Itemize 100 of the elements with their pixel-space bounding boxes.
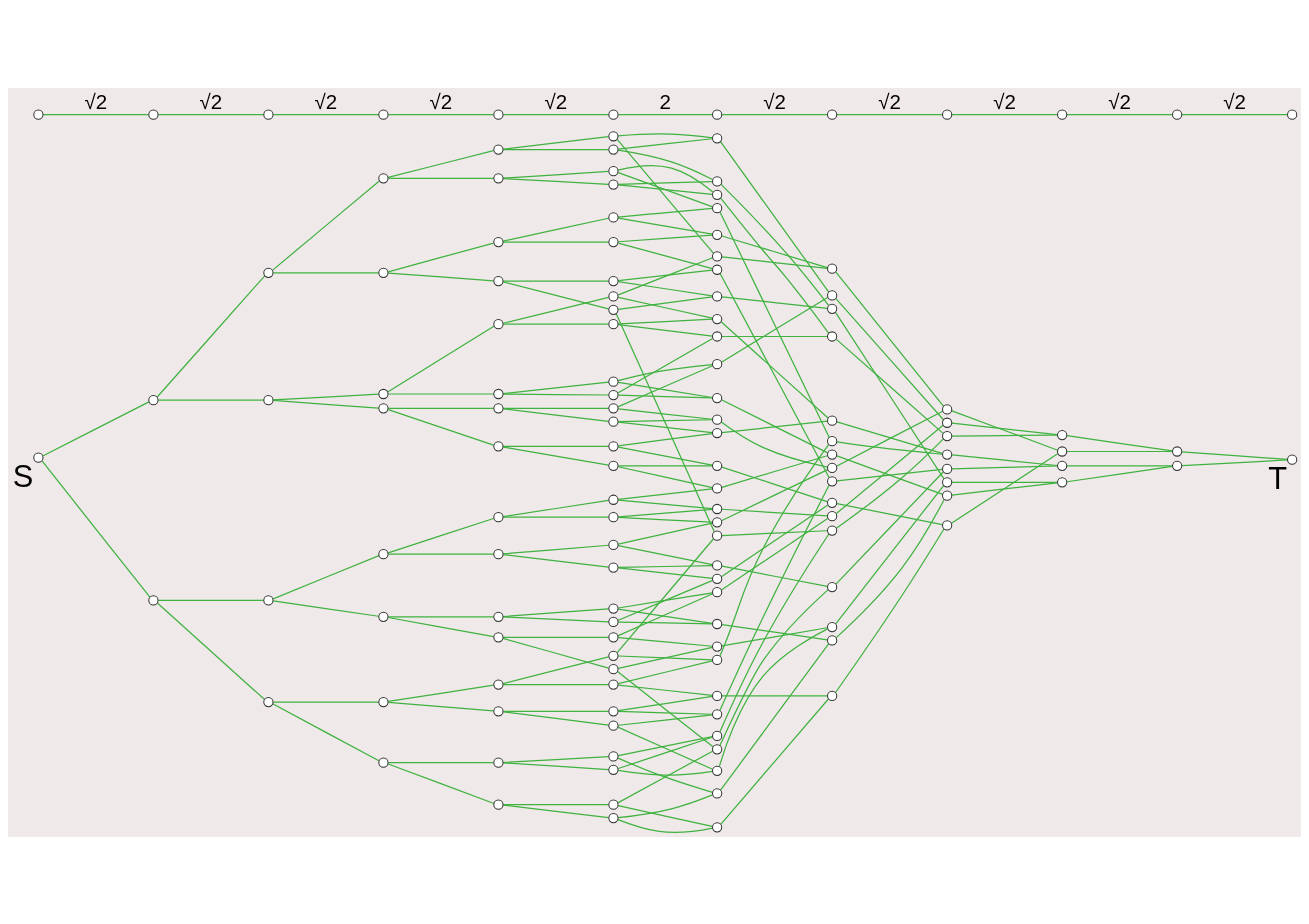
connector	[502, 710, 610, 712]
node-circle	[608, 402, 619, 413]
connector	[617, 364, 714, 407]
connector	[1066, 465, 1173, 482]
node-circle	[712, 313, 723, 324]
connector	[617, 695, 713, 711]
connector	[1066, 464, 1173, 466]
node-circle	[378, 267, 389, 278]
node-circle	[827, 524, 838, 536]
node-circle	[148, 394, 159, 405]
node-circle	[608, 705, 619, 716]
connector	[387, 615, 495, 617]
node-circle	[493, 318, 504, 329]
connector	[502, 407, 610, 422]
connector	[721, 113, 828, 115]
node-circle	[712, 573, 723, 584]
node-circle	[712, 618, 723, 629]
connector	[718, 627, 829, 767]
connector	[387, 392, 495, 395]
node-circle	[608, 236, 619, 247]
connector	[502, 607, 610, 617]
edge-label: √2	[878, 89, 901, 113]
node-circle	[1057, 429, 1068, 440]
edge-label: √2	[1223, 89, 1246, 113]
connector	[617, 241, 713, 269]
connector	[502, 710, 610, 726]
edge-label: √2	[993, 89, 1016, 113]
connector	[951, 481, 1058, 496]
node-circle	[493, 388, 504, 399]
connector	[502, 296, 610, 324]
connector	[720, 296, 829, 363]
connector	[617, 164, 714, 193]
node-circle	[712, 290, 723, 302]
node-circle	[712, 821, 723, 832]
connector	[617, 407, 713, 420]
connector	[617, 337, 714, 394]
node-circle	[608, 416, 619, 427]
connector	[41, 460, 151, 598]
connector	[502, 803, 610, 805]
node-circle	[942, 430, 953, 441]
node-circle	[712, 109, 723, 120]
node-circle	[827, 475, 838, 486]
node-circle	[493, 757, 504, 768]
connector	[617, 793, 714, 818]
connector	[617, 296, 713, 319]
node-circle	[608, 376, 619, 387]
node-circle	[493, 402, 504, 413]
connector	[502, 280, 610, 309]
node-circle	[712, 132, 723, 143]
connector	[835, 437, 944, 529]
connector	[617, 750, 714, 803]
connector	[951, 113, 1058, 115]
connector	[502, 499, 610, 517]
node-circle	[827, 330, 838, 342]
node-circle	[712, 516, 723, 527]
connector	[502, 113, 610, 115]
connector	[836, 454, 944, 495]
node-circle	[827, 690, 838, 701]
node-circle	[378, 388, 389, 399]
node-circle	[827, 109, 838, 120]
connector	[157, 602, 265, 700]
node-circle	[1057, 445, 1068, 457]
connector	[387, 684, 495, 702]
connector	[617, 180, 713, 185]
node-circle	[608, 178, 619, 190]
node-circle	[942, 490, 953, 501]
node-circle	[712, 530, 723, 541]
connector	[617, 636, 713, 647]
edge-label: √2	[1108, 89, 1131, 113]
connector	[617, 564, 713, 568]
edge-label: √2	[544, 89, 568, 113]
node-circle	[712, 189, 723, 200]
connector	[617, 137, 713, 150]
connector	[387, 325, 495, 393]
node-circle	[942, 403, 953, 415]
node-circle	[712, 586, 723, 597]
connector	[387, 407, 495, 409]
connector	[616, 537, 714, 653]
connector	[617, 646, 713, 669]
connector	[721, 454, 828, 488]
node-circle	[712, 482, 723, 494]
node-circle	[608, 631, 619, 642]
connector	[617, 620, 713, 625]
node-circle	[608, 720, 619, 731]
node-circle	[942, 463, 953, 474]
node-circle	[942, 476, 953, 487]
node-circle	[608, 440, 619, 451]
connector	[720, 420, 828, 468]
edge-label: 2	[659, 89, 671, 113]
connector	[502, 279, 610, 282]
connector	[721, 420, 828, 433]
node-circle	[608, 290, 619, 302]
connector	[617, 256, 714, 296]
connector	[617, 499, 713, 509]
connector	[502, 516, 610, 518]
node-circle	[608, 750, 619, 762]
node-circle	[33, 109, 44, 120]
connector	[617, 323, 713, 337]
node-circle	[493, 109, 504, 120]
connector	[502, 177, 610, 185]
